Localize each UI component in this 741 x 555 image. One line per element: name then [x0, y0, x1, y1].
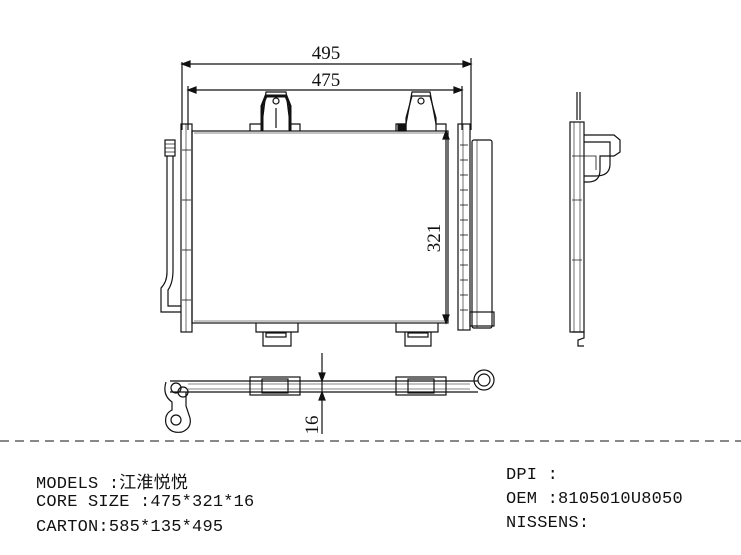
- spec-dpi-row: DPI :: [506, 466, 558, 485]
- left-inlet-pipe: [160, 139, 181, 313]
- models-value: :江淮悦悦: [108, 475, 189, 494]
- top-bracket-left: [249, 91, 301, 131]
- side-view: [569, 92, 621, 347]
- right-header-tank: [457, 123, 471, 331]
- spec-models-row: MODELS :江淮悦悦: [36, 468, 188, 494]
- oem-label: OEM: [506, 490, 538, 509]
- nissens-value: :: [578, 514, 590, 533]
- nissens-label: NISSENS: [506, 514, 579, 533]
- models-label: MODELS: [36, 475, 99, 494]
- receiver-drier: [469, 139, 495, 329]
- oem-value: :8105010U8050: [547, 490, 683, 509]
- core-height-label: 321: [424, 224, 445, 253]
- core-size-value: :475*321*16: [140, 493, 255, 512]
- overall-width-label: 495: [312, 43, 341, 64]
- condenser-core: [191, 130, 449, 324]
- spec-carton-row: CARTON:585*135*495: [36, 518, 223, 537]
- left-header-tank: [180, 123, 193, 333]
- core-thickness-label: 16: [302, 416, 323, 435]
- core-width-label: 475: [312, 70, 341, 91]
- dimension-core-height: 321: [424, 129, 450, 325]
- spec-core-size-row: CORE SIZE :475*321*16: [36, 493, 254, 512]
- bottom-view: [164, 369, 495, 433]
- dimension-core-width: 475: [186, 70, 464, 130]
- carton-label: CARTON: [36, 518, 99, 537]
- top-bracket-right: [395, 91, 447, 132]
- dimension-overall-width: 495: [180, 43, 473, 130]
- bottom-bracket-right: [395, 323, 439, 347]
- bottom-bracket-left: [255, 323, 299, 347]
- spec-nissens-row: NISSENS:: [506, 514, 589, 533]
- dimension-core-thickness: 16: [302, 353, 326, 435]
- spec-oem-row: OEM :8105010U8050: [506, 490, 683, 509]
- dpi-value: :: [547, 466, 559, 485]
- dpi-label: DPI: [506, 466, 538, 485]
- core-size-label: CORE SIZE: [36, 493, 130, 512]
- carton-value: :585*135*495: [98, 518, 224, 537]
